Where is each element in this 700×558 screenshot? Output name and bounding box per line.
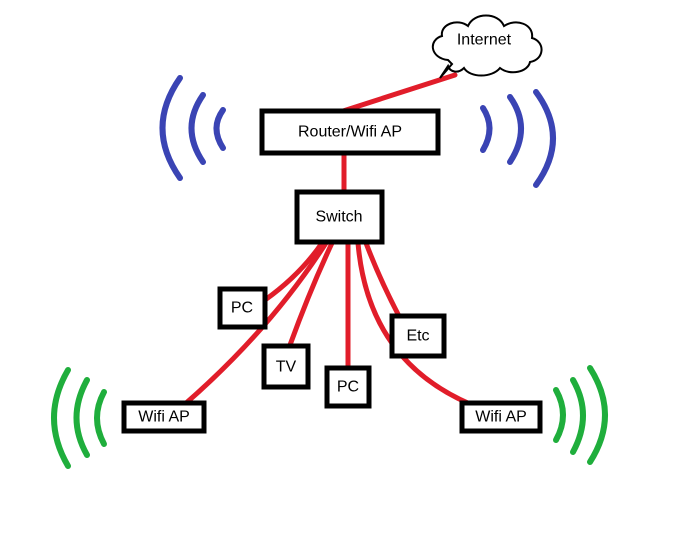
pc-center-node: PC	[324, 365, 372, 409]
wifi-ap-right-signal	[553, 365, 608, 465]
wifi-ap-right-node: Wifi AP	[459, 400, 543, 434]
router-wifi-signal-right	[480, 89, 556, 188]
etc-node: Etc	[389, 313, 447, 359]
router-node: Router/Wifi AP	[259, 108, 441, 156]
wifi-ap-left-node: Wifi AP	[121, 400, 207, 434]
tv-label: TV	[276, 359, 297, 376]
tv-node: TV	[261, 343, 311, 390]
router-wifi-signal-left	[159, 75, 226, 181]
pc-left-label: PC	[231, 300, 253, 317]
cloud-icon: Internet	[432, 14, 543, 79]
cable-switch-etc	[363, 240, 403, 321]
router-label: Router/Wifi AP	[298, 124, 402, 141]
etc-label: Etc	[406, 328, 429, 345]
pc-center-label: PC	[337, 379, 359, 396]
cable-switch-tv	[287, 240, 335, 348]
wifi-ap-left-signal	[51, 367, 107, 469]
wifi-ap-left-label: Wifi AP	[138, 409, 190, 426]
wifi-ap-right-label: Wifi AP	[475, 409, 527, 426]
internet-label: Internet	[457, 32, 512, 49]
cable-router-internet	[337, 72, 458, 115]
cable-switch-pc-left	[262, 240, 325, 303]
switch-label: Switch	[315, 209, 362, 226]
switch-node: Switch	[294, 189, 385, 245]
pc-left-node: PC	[217, 286, 268, 330]
